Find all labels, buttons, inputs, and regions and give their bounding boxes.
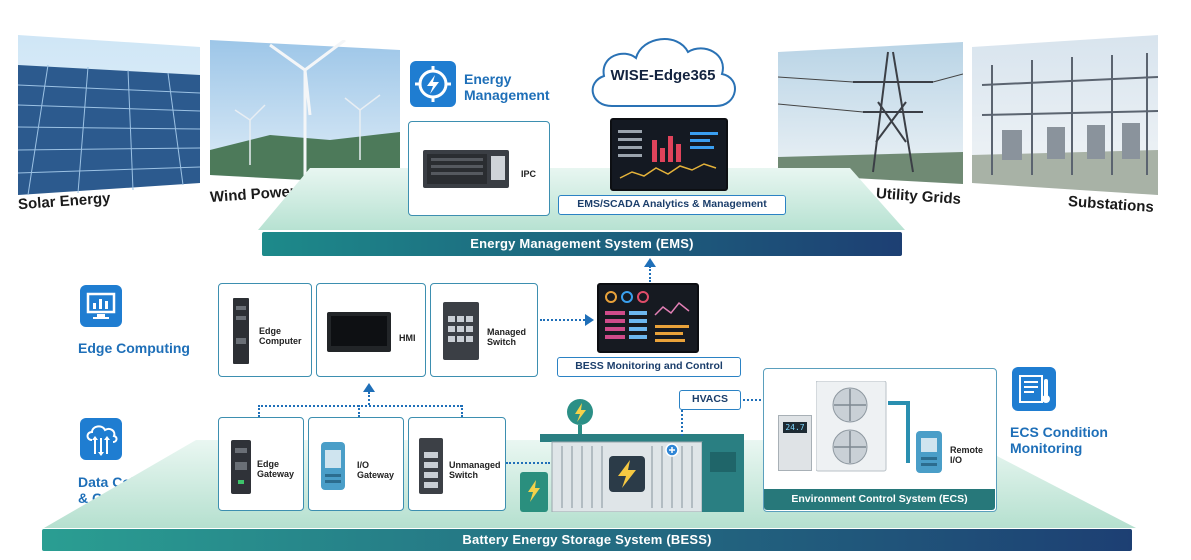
cloud-shape [591,38,736,107]
substations-photo [972,35,1158,195]
remote-io-device [916,431,942,473]
connector-switch-to-container [506,462,550,464]
ecs-condition-line2: Monitoring [1010,440,1083,456]
ecs-bar: Environment Control System (ECS) [764,489,995,510]
connector-bess-to-ems [649,266,651,282]
cloud-arrows-icon [80,418,122,460]
energy-management-line1: Energy [464,71,512,87]
ecs-bar-label: Environment Control System (ECS) [791,493,968,505]
ecs-condition-title: ECS Condition Monitoring [1010,424,1108,456]
scada-screen [610,118,728,191]
edge-gateway-box: Edge Gateway [218,417,304,511]
connector-hvacs-down [681,410,683,436]
ecs-pipe [888,401,910,463]
hmi-device [327,312,391,352]
cloud-label: WISE-Edge365 [610,67,716,84]
edge-gateway-device [231,440,251,494]
wind-power-photo [210,40,400,185]
scada-analytics-tag: EMS/SCADA Analytics & Management [558,195,786,215]
monitor-chart-icon [80,285,122,327]
unmanaged-switch-box: Unmanaged Switch [408,417,506,511]
substations-caption: Substations [1067,193,1155,216]
ipc-box: IPC [408,121,550,216]
ipc-device [423,150,509,188]
lightning-gear-icon [410,61,456,107]
ecs-display: 24.7 [783,422,807,433]
ecs-box: 24.7 Remote I/O Environment Control Syst… [763,368,997,512]
thermometer-panel-icon [1012,367,1056,411]
solar-energy-photo [18,35,200,195]
unmanaged-switch-device [419,438,443,494]
managed-switch-box: Managed Switch [430,283,538,377]
connector-switch-to-bess [540,319,588,321]
io-gateway-label: I/O Gateway [357,460,395,480]
ecs-control-cabinet: 24.7 [778,415,812,471]
io-gateway-box: I/O Gateway [308,417,404,511]
hmi-box: HMI [316,283,426,377]
edge-gateway-label: Edge Gateway [257,459,295,479]
hvacs-tag: HVACS [679,390,741,410]
bess-monitoring-tag: BESS Monitoring and Control [557,357,741,377]
ems-bar-label: Energy Management System (EMS) [470,236,694,251]
connector-tree-mid [358,405,360,417]
energy-management-line2: Management [464,87,550,103]
ecs-hvac-unit [816,381,887,472]
bess-monitoring-screen [597,283,699,353]
edge-computer-box: Edge Computer [218,283,312,377]
hmi-label: HMI [399,333,416,343]
connector-tree-horizontal [258,405,462,407]
edge-computer-label: Edge Computer [259,326,302,346]
ecs-condition-line1: ECS Condition [1010,424,1108,440]
ipc-label: IPC [521,169,537,179]
energy-management-title: Energy Management [464,71,550,103]
bess-bar: Battery Energy Storage System (BESS) [42,529,1132,551]
remote-io-label: Remote I/O [950,445,984,465]
connector-tree-up [368,392,370,405]
edge-computer-device [233,298,249,364]
arrowhead-up [644,258,656,267]
managed-switch-device [443,302,479,360]
connector-tree-right [461,405,463,417]
ems-bar: Energy Management System (EMS) [262,232,902,256]
edge-computing-title: Edge Computing [78,340,190,356]
arrowhead-right-1 [585,314,594,326]
utility-grids-photo [778,42,963,184]
unmanaged-switch-label: Unmanaged Switch [449,460,501,480]
connector-tree-left [258,405,260,417]
arrowhead-up-2 [363,383,375,392]
bess-bar-label: Battery Energy Storage System (BESS) [462,532,712,547]
io-gateway-device [321,442,345,490]
managed-switch-label: Managed Switch [487,327,527,347]
bess-container-illustration [520,399,744,512]
